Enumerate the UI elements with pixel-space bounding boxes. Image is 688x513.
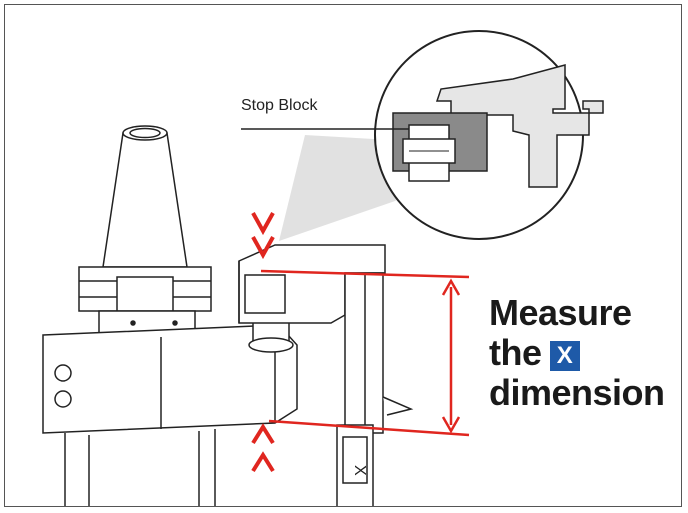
scale-marker-x: X xyxy=(351,465,368,476)
spindle-body xyxy=(42,324,298,506)
caption-line-3: dimension xyxy=(489,372,665,413)
caption-the: the xyxy=(489,332,542,373)
x-badge: X xyxy=(549,341,580,371)
tool-holder xyxy=(78,125,212,336)
tool-setter-diagram: X xyxy=(42,30,604,506)
measurement-lines xyxy=(251,212,470,473)
caption-line-1: Measure xyxy=(489,292,632,333)
detail-view xyxy=(374,30,604,240)
stop-block-label: Stop Block xyxy=(241,97,318,114)
tool-setter xyxy=(238,244,414,506)
